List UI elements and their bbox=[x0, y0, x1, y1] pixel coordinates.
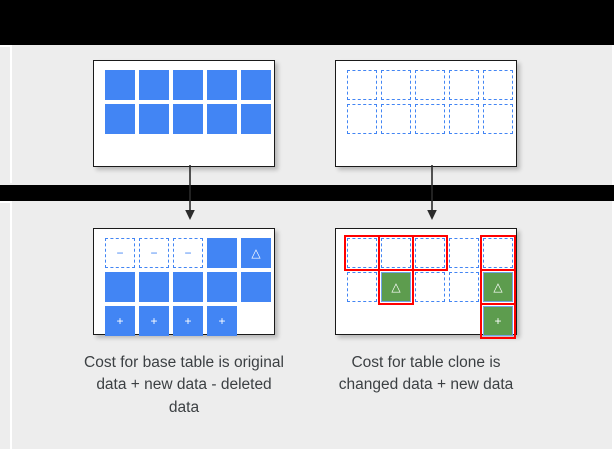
caption-table-clone: Cost for table clone is changed data + n… bbox=[338, 354, 514, 394]
table-clone-original bbox=[335, 60, 517, 167]
base-table-original bbox=[93, 60, 275, 167]
right-edge-strip-lower bbox=[612, 201, 614, 449]
plus-icon: + bbox=[494, 314, 502, 328]
table-clone-after-cell-r2c3 bbox=[415, 272, 445, 302]
table-clone-original-cell-r1c2 bbox=[381, 70, 411, 100]
plus-icon: + bbox=[150, 314, 158, 328]
table-clone-after-cell-r1c1 bbox=[344, 235, 380, 271]
base-table-original-cell-r2c1 bbox=[105, 104, 135, 134]
table-clone-original-cell-r2c1 bbox=[347, 104, 377, 134]
base-table-after-cell-r3c2: + bbox=[139, 306, 169, 336]
base-table-after-cell-r2c1 bbox=[105, 272, 135, 302]
base-table-original-cell-r1c3 bbox=[173, 70, 203, 100]
left-edge-strip-upper bbox=[10, 47, 12, 183]
triangle-delta-icon: △ bbox=[391, 280, 401, 294]
right-edge-strip-upper bbox=[612, 45, 614, 185]
table-clone-original-grid bbox=[347, 70, 513, 134]
table-clone-original-cell-r2c5 bbox=[483, 104, 513, 134]
minus-icon: − bbox=[150, 246, 158, 260]
plus-icon: + bbox=[218, 314, 226, 328]
base-table-after-grid: − − − △ + + + + bbox=[105, 238, 271, 336]
table-clone-after-cell-r2c1 bbox=[347, 272, 377, 302]
base-table-after-cell-r1c3: − bbox=[173, 238, 203, 268]
base-table-original-cell-r1c1 bbox=[105, 70, 135, 100]
table-clone-original-cell-r2c4 bbox=[449, 104, 479, 134]
table-clone-after-cell-r3c4 bbox=[449, 306, 479, 336]
middle-black-bar bbox=[0, 185, 614, 201]
table-clone-after-cell-r3c1 bbox=[347, 306, 377, 336]
triangle-delta-icon: △ bbox=[493, 280, 503, 294]
base-table-after: − − − △ + + + + bbox=[93, 228, 275, 336]
caption-base-table: Cost for base table is original data + n… bbox=[84, 354, 284, 416]
table-clone-original-cell-r1c5 bbox=[483, 70, 513, 100]
table-clone-after-cell-r1c2 bbox=[378, 235, 414, 271]
left-edge-top-cap-upper bbox=[0, 45, 12, 47]
base-table-after-cell-r3c1: + bbox=[105, 306, 135, 336]
base-table-after-cell-r2c3 bbox=[173, 272, 203, 302]
base-table-after-cell-r3c5 bbox=[241, 306, 271, 336]
table-clone-after-cell-r3c5: + bbox=[480, 303, 516, 339]
base-table-after-cell-r2c4 bbox=[207, 272, 237, 302]
base-table-original-cell-r2c4 bbox=[207, 104, 237, 134]
minus-icon: − bbox=[116, 246, 124, 260]
plus-icon: + bbox=[116, 314, 124, 328]
table-clone-original-cell-r1c3 bbox=[415, 70, 445, 100]
base-table-original-cell-r1c4 bbox=[207, 70, 237, 100]
table-clone-original-cell-r2c3 bbox=[415, 104, 445, 134]
base-table-original-cell-r2c5 bbox=[241, 104, 271, 134]
base-table-after-cell-r1c5: △ bbox=[241, 238, 271, 268]
table-clone-after-cell-r2c2: △ bbox=[378, 269, 414, 305]
base-table-original-cell-r1c2 bbox=[139, 70, 169, 100]
base-table-after-cell-r2c2 bbox=[139, 272, 169, 302]
base-table-after-cell-r2c5 bbox=[241, 272, 271, 302]
table-clone-after-cell-r3c2 bbox=[381, 306, 411, 336]
table-clone-original-cell-r2c2 bbox=[381, 104, 411, 134]
table-clone-original-cell-r1c4 bbox=[449, 70, 479, 100]
table-clone-original-cell-r1c1 bbox=[347, 70, 377, 100]
base-table-after-cell-r1c2: − bbox=[139, 238, 169, 268]
base-table-original-cell-r1c5 bbox=[241, 70, 271, 100]
base-table-original-cell-r2c3 bbox=[173, 104, 203, 134]
table-clone-after-cell-r3c3 bbox=[415, 306, 445, 336]
triangle-delta-icon: △ bbox=[251, 246, 261, 260]
plus-icon: + bbox=[184, 314, 192, 328]
top-black-bar bbox=[0, 0, 614, 45]
table-clone-after-cell-r1c3 bbox=[412, 235, 448, 271]
base-table-original-grid bbox=[105, 70, 271, 134]
table-clone-after-cell-r2c4 bbox=[449, 272, 479, 302]
table-clone-after-grid: △ △ + bbox=[344, 235, 516, 339]
table-clone-after-cell-r1c5 bbox=[480, 235, 516, 271]
base-table-after-cell-r3c3: + bbox=[173, 306, 203, 336]
minus-icon: − bbox=[184, 246, 192, 260]
base-table-after-cell-r3c4: + bbox=[207, 306, 237, 336]
table-clone-after-cell-r2c5: △ bbox=[480, 269, 516, 305]
table-clone-after-cell-r1c4 bbox=[449, 238, 479, 268]
left-edge-strip-lower bbox=[10, 203, 12, 449]
table-clone-after: △ △ + bbox=[335, 228, 517, 339]
base-table-after-cell-r1c4 bbox=[207, 238, 237, 268]
left-edge-top-cap-lower bbox=[0, 201, 12, 203]
base-table-original-cell-r2c2 bbox=[139, 104, 169, 134]
base-table-after-cell-r1c1: − bbox=[105, 238, 135, 268]
